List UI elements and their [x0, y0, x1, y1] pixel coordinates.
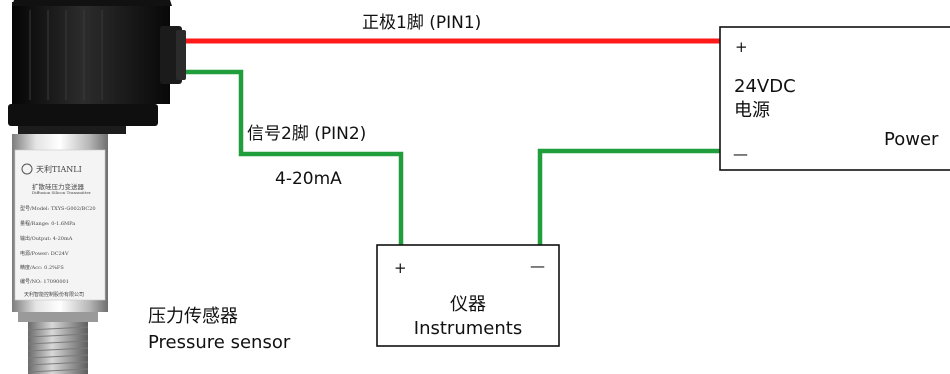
instrument-name-cn: 仪器 — [450, 294, 486, 315]
instrument-minus-terminal: — — [530, 257, 545, 275]
sensor-nameplate: 天利TIANLI 扩散硅压力变送器 Diffusion Silicon Tran… — [18, 150, 104, 300]
power-supply-box — [719, 26, 950, 171]
power-name-en: Power — [884, 129, 939, 150]
brand-logo-icon — [21, 163, 33, 175]
signal-range-label: 4-20mA — [275, 169, 342, 189]
power-voltage-label: 24VDC — [734, 76, 796, 97]
positive-wire-label: 正极1脚 (PIN1) — [362, 13, 482, 33]
instrument-box — [376, 244, 560, 347]
instrument-name-en: Instruments — [413, 318, 523, 339]
power-plus-terminal: + — [735, 38, 748, 56]
power-minus-terminal: — — [733, 145, 748, 163]
pressure-sensor-image — [8, 0, 186, 374]
instrument-plus-terminal: + — [394, 259, 407, 277]
plate-accuracy: 精度/Acc: 0.2%FS — [20, 265, 64, 271]
sensor-name-en: Pressure sensor — [148, 332, 291, 353]
plate-model: 型号/Model: TXYS-G002/BC20 — [20, 206, 96, 212]
signal-wire-label: 信号2脚 (PIN2) — [247, 124, 367, 144]
return-wire — [537, 148, 720, 245]
plate-maker: 天利智能控制股份有限公司 — [24, 292, 85, 298]
plate-output: 输出/Output: 4-20mA — [20, 236, 73, 242]
plate-number: 编号/NO: 17090001 — [20, 279, 69, 285]
plate-brand: 天利TIANLI — [36, 165, 82, 174]
plate-type-cn: 扩散硅压力变送器 — [32, 183, 84, 191]
plate-power: 电源/Power: DC24V — [20, 251, 69, 257]
plate-range: 量程/Range: 0-1.6MPa — [20, 221, 76, 227]
signal-wire — [186, 69, 404, 245]
power-name-cn: 电源 — [734, 100, 770, 121]
sensor-name-cn: 压力传感器 — [148, 306, 238, 327]
plate-type-en: Diffusion Silicon Transmitter — [32, 190, 91, 195]
